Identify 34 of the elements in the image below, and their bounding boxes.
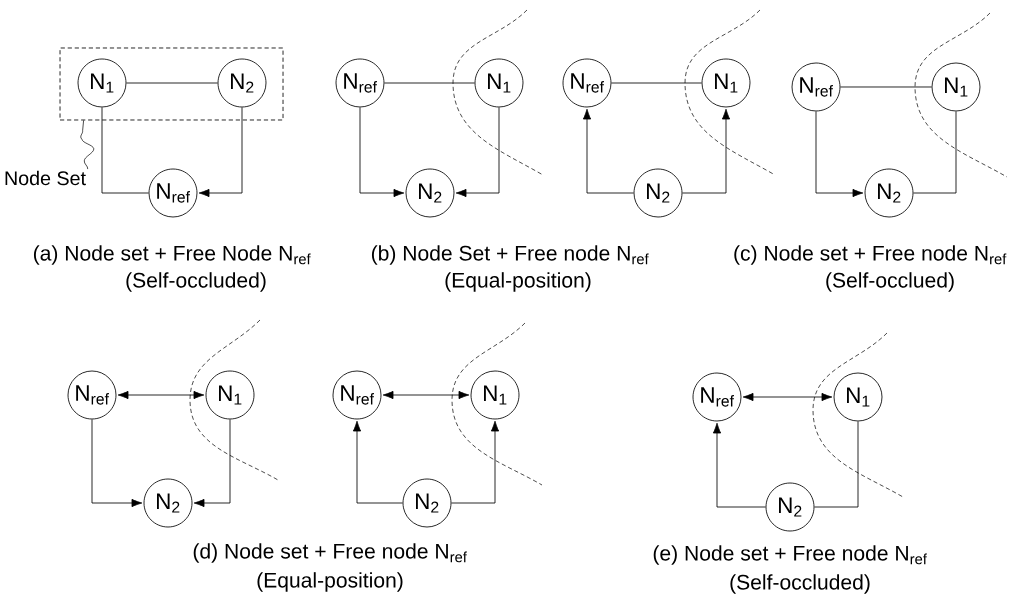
arrow	[455, 107, 500, 198]
arrow	[815, 111, 864, 198]
dashed-box	[59, 47, 284, 121]
connector-line	[913, 111, 957, 194]
node-label: Node Set	[5, 170, 86, 186]
arrow	[382, 390, 470, 400]
arrow	[582, 108, 634, 194]
arrow	[193, 419, 231, 508]
arrow	[198, 107, 243, 198]
caption: (e) Node set + Free node N$_{ref}$	[653, 545, 927, 565]
connector-line	[126, 82, 218, 84]
caption: (Equal-position)	[257, 572, 403, 592]
connector-line	[101, 107, 149, 194]
connector-line	[840, 86, 932, 88]
caption: (Equal-position)	[445, 272, 591, 292]
leader-line	[80, 120, 95, 170]
caption: (Self-occluded)	[126, 272, 266, 292]
arrow	[742, 392, 833, 402]
arrow	[359, 107, 405, 198]
caption: (d) Node set + Free node N$_{ref}$	[193, 543, 467, 563]
arrow	[91, 419, 143, 508]
arrow	[451, 420, 500, 504]
caption: (a) Node set + Free Node N$_{ref}$	[33, 245, 311, 265]
connector-line	[384, 82, 475, 84]
caption: (c) Node set + Free node N$_{ref}$	[734, 245, 1007, 265]
arrow	[117, 390, 205, 400]
arrow	[682, 108, 731, 194]
caption: (b) Node Set + Free node N$_{ref}$	[371, 245, 649, 265]
connector-line	[814, 421, 859, 508]
connector-line	[611, 82, 702, 84]
arrow	[712, 422, 766, 508]
arrow	[352, 420, 403, 504]
caption: (Self-occluded)	[730, 574, 870, 594]
caption: (Self-occlued)	[826, 272, 954, 292]
